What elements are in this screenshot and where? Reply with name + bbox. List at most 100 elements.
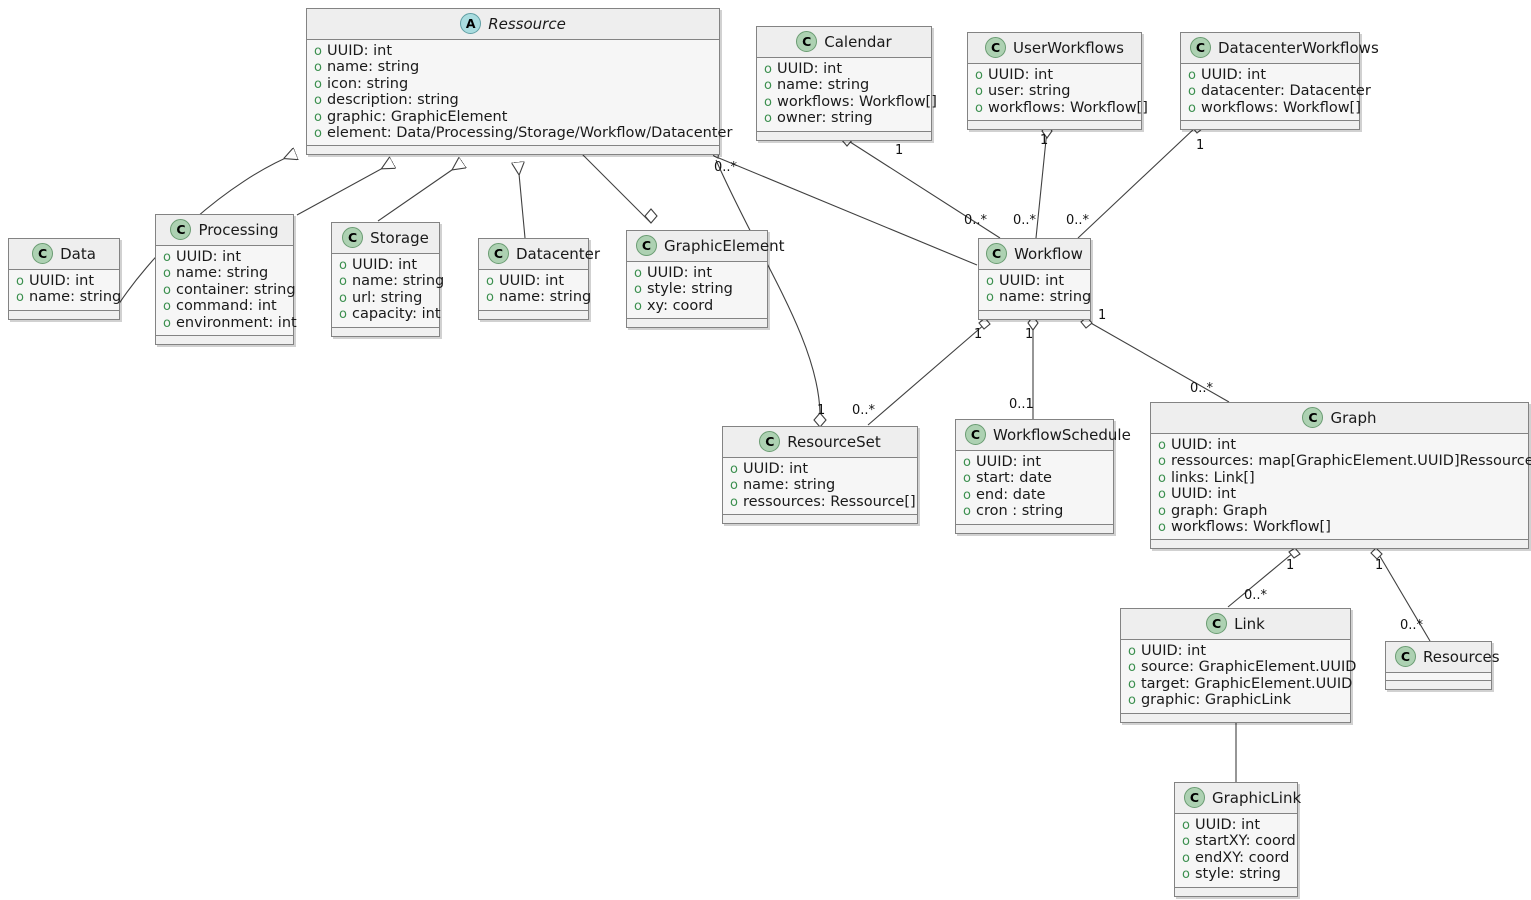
visibility-public-icon: o	[764, 62, 772, 77]
visibility-public-icon: o	[1182, 818, 1190, 833]
visibility-public-icon: o	[486, 274, 494, 289]
class-name-workflowschedule: WorkflowSchedule	[993, 425, 1131, 444]
class-header-userworkflows: C UserWorkflows	[968, 33, 1141, 64]
class-name-datacenter: Datacenter	[516, 244, 601, 263]
class-name-processing: Processing	[198, 220, 279, 239]
multiplicity-label: 0..*	[1013, 213, 1037, 228]
visibility-public-icon: o	[1158, 438, 1166, 453]
attributes-resources	[1386, 673, 1491, 681]
class-icon: C	[986, 243, 1008, 264]
attribute-text: UUID: int	[1200, 67, 1267, 83]
visibility-public-icon: o	[1128, 660, 1136, 676]
attribute-text: UUID: int	[1170, 486, 1237, 503]
methods-compartment-userworkflows	[968, 121, 1141, 130]
attribute-text: UUID: int	[742, 461, 809, 477]
multiplicity-label: 1	[817, 403, 826, 418]
attribute-text: workflows: Workflow[]	[776, 93, 937, 110]
class-name-storage: Storage	[370, 228, 429, 247]
attribute-text: style: string	[646, 281, 733, 298]
multiplicity-label: 1	[1098, 308, 1107, 323]
attribute-text: command: int	[175, 298, 277, 315]
diamond-graph-link	[1288, 547, 1301, 559]
class-icon: C	[759, 431, 781, 452]
attribute-text: UUID: int	[1170, 437, 1237, 453]
visibility-public-icon: o	[730, 462, 738, 477]
class-icon: C	[170, 219, 192, 240]
methods-compartment-ressource	[307, 146, 719, 155]
class-icon: C	[1190, 37, 1211, 58]
attribute-text: datacenter: Datacenter	[1200, 83, 1371, 100]
methods-compartment-workflow	[979, 310, 1090, 319]
visibility-public-icon: o	[1158, 520, 1166, 536]
visibility-public-icon: o	[1188, 84, 1196, 100]
visibility-public-icon: o	[486, 290, 494, 306]
attribute-text: owner: string	[776, 110, 873, 127]
visibility-public-icon: o	[1158, 470, 1166, 486]
visibility-public-icon: o	[975, 68, 983, 83]
attribute-text: UUID: int	[326, 43, 393, 59]
methods-compartment-resources	[1386, 681, 1491, 689]
class-icon: C	[32, 243, 54, 264]
methods-compartment-workflowschedule	[956, 524, 1113, 533]
attribute-text: name: string	[776, 77, 870, 94]
class-name-resourceset: ResourceSet	[787, 432, 881, 451]
class-icon: C	[488, 243, 509, 264]
methods-compartment-processing	[156, 336, 293, 345]
visibility-public-icon: o	[339, 307, 347, 323]
class-header-resourceset: C ResourceSet	[723, 427, 917, 458]
multiplicity-label: 0..1	[1009, 397, 1034, 412]
class-icon: C	[985, 37, 1007, 58]
class-name-calendar: Calendar	[824, 32, 892, 51]
attribute-text: UUID: int	[498, 273, 565, 289]
methods-compartment-resourceset	[723, 515, 917, 524]
attribute-text: UUID: int	[1140, 643, 1207, 659]
multiplicity-label: 1	[1196, 138, 1205, 153]
attribute-text: links: Link[]	[1170, 469, 1255, 486]
class-name-userworkflows: UserWorkflows	[1013, 38, 1124, 57]
attribute-row: o UUID: int	[1158, 437, 1521, 453]
visibility-public-icon: o	[314, 76, 322, 92]
